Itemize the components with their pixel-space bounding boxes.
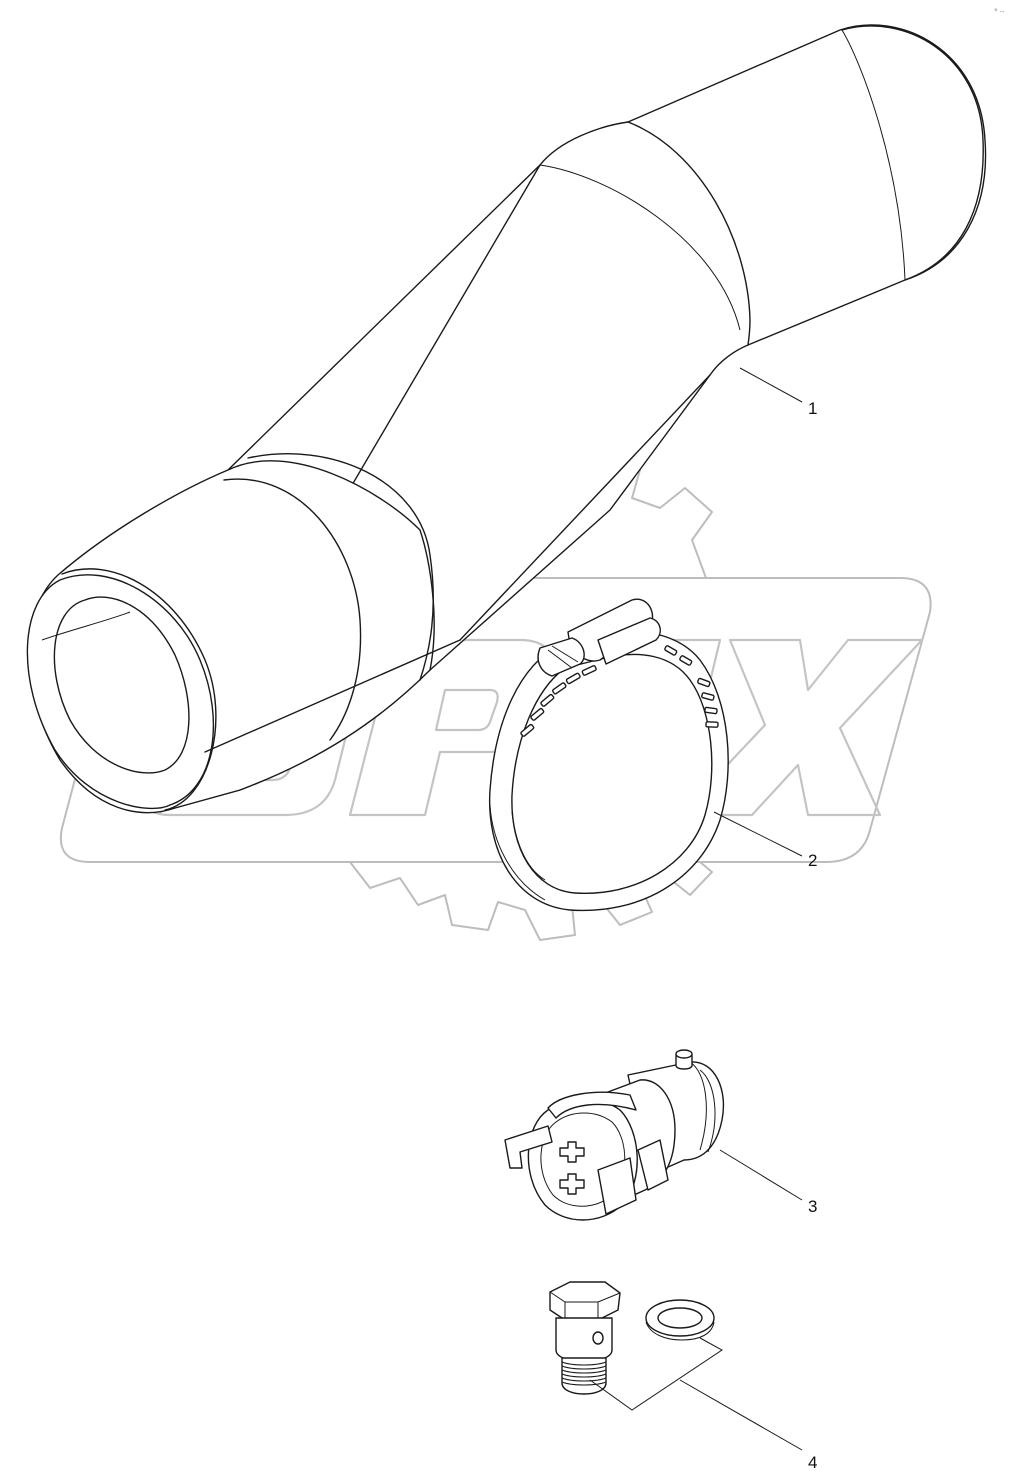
clamp-slots <box>520 645 719 737</box>
connector <box>504 1049 725 1221</box>
callout-4: 4 <box>808 1453 817 1472</box>
connector-terminals <box>559 1141 585 1195</box>
sealing-washer <box>645 1299 715 1341</box>
callout-1: 1 <box>808 399 817 418</box>
bolt-threads <box>561 1361 607 1386</box>
hose-clamp <box>488 598 729 912</box>
banjo-bolt <box>549 1281 621 1395</box>
leader-lines <box>589 367 803 1451</box>
corner-mark: ° ·- <box>994 8 1005 16</box>
callout-3: 3 <box>808 1197 817 1216</box>
hose <box>26 24 987 814</box>
callout-2: 2 <box>808 851 817 870</box>
